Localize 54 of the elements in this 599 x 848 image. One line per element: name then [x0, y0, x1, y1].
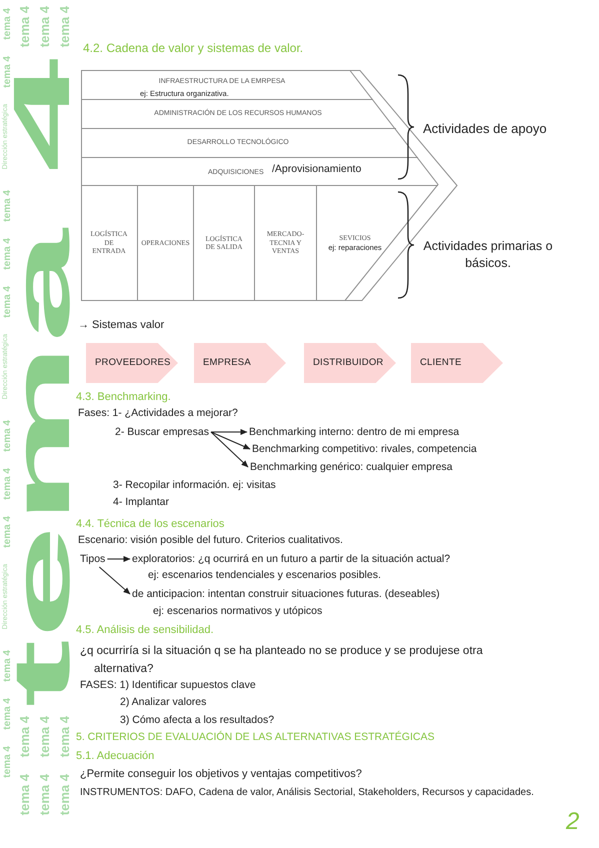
topic-tag-text: tema 4 [58, 6, 73, 48]
note-text: Benchmarking genérico: cualquier empresa [250, 460, 453, 474]
topic-tag-text: tema 4 [38, 6, 53, 48]
note-text: Escenario: visión posible del futuro. Criterios cualitativos. [78, 534, 343, 548]
note-text: exploratorios: ¿q ocurrirá en un futuro a partir de la situación actual? [132, 552, 450, 566]
note-text: 3- Recopilar información. ej: visitas [113, 479, 276, 493]
arrow [210, 432, 248, 468]
group-label: Actividades primarias o básicos. [422, 238, 554, 272]
topic-tag-text: tema 4 [18, 716, 33, 758]
note-text: ¿Permite conseguir los objetivos y ventajas competitivos? [80, 767, 362, 782]
arrow [210, 432, 250, 450]
arrow [98, 566, 130, 594]
note-text: → Sistemas valor [78, 318, 164, 332]
topic-tag-text: tema 4 [58, 774, 73, 816]
note-text: ¿q ocurriría si la situación q se ha planteado no se produce y se produjese otra alternativa? [80, 644, 484, 677]
section-heading: 4.3. Benchmarking. [76, 390, 171, 404]
group-label: Actividades de apoyo [423, 121, 547, 138]
note-text: ej: escenarios normativos y utópicos [153, 605, 322, 619]
note-text: 2- Buscar empresas [115, 425, 209, 439]
step-label: CLIENTE [420, 357, 462, 369]
topic-tag-text: tema 4 [18, 774, 33, 816]
page-number: 2 [566, 807, 580, 837]
step-label: PROVEEDORES [95, 357, 171, 369]
section-heading: 4.5. Análisis de sensibilidad. [76, 623, 214, 638]
topic-tag-text: tema 4 [2, 8, 14, 40]
topic-tag-text: tema 4 [38, 774, 53, 816]
note-text: Benchmarking competitivo: rivales, competencia [252, 442, 477, 456]
note-text: FASES: 1) Identificar supuestos clave [80, 679, 256, 693]
note-text: de anticipacion: intentan construir situaciones futuras. (deseables) [132, 587, 440, 601]
topic-tag-text: tema 4 [58, 716, 73, 758]
note-text: Tipos [80, 552, 106, 566]
section-heading: 4.4. Técnica de los escenarios [76, 517, 224, 532]
note-text: Fases: 1- ¿Actividades a mejorar? [78, 407, 238, 421]
note-text: 2) Analizar valores [120, 696, 206, 710]
note-text: 3) Cómo afecta a los resultados? [120, 714, 274, 728]
topic-tag-text: tema 4 [2, 746, 14, 778]
section-heading: 5.1. Adecuación [76, 749, 154, 764]
arrow [106, 556, 130, 562]
value-system-step [194, 343, 286, 383]
note-text: INSTRUMENTOS: DAFO, Cadena de valor, Análisis Sectorial, Stakeholders, Recursos y capacidades. [80, 786, 534, 799]
note-text: 4- Implantar [113, 496, 170, 510]
topic-tag-text: tema 4 [38, 716, 53, 758]
section-heading: 5. CRITERIOS DE EVALUACIÓN DE LAS ALTERNATIVAS ESTRATÉGICAS [76, 731, 434, 745]
step-label: EMPRESA [203, 357, 251, 369]
note-text: Benchmarking interno: dentro de mi empresa [249, 425, 460, 439]
arrow [210, 429, 248, 435]
handwritten-note: /Aprovisionamiento [272, 163, 362, 176]
value-system-step [411, 343, 503, 383]
step-label: DISTRIBUIDOR [313, 357, 384, 369]
section-heading: 4.2. Cadena de valor y sistemas de valor. [83, 41, 304, 57]
topic-tag-text: tema 4 [18, 6, 33, 48]
value-system-step [304, 343, 396, 383]
note-text: ej: escenarios tendenciales y escenarios posibles. [148, 569, 381, 583]
value-system-step [86, 343, 178, 383]
